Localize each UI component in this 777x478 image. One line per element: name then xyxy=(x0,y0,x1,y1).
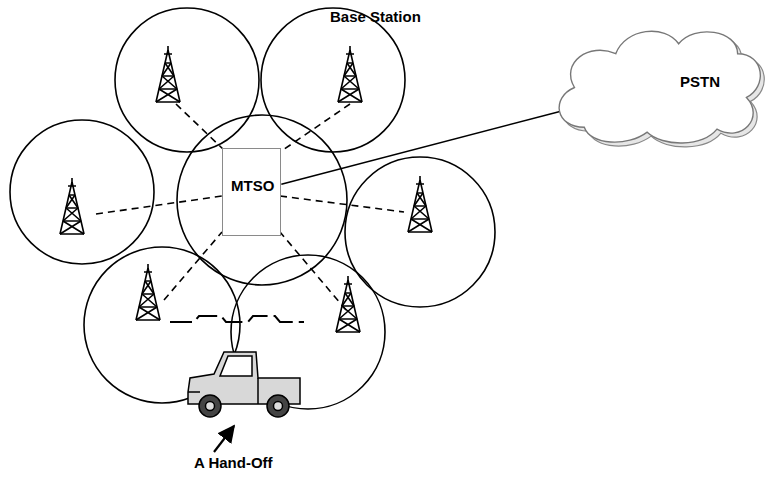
station-label: Base Station xyxy=(330,8,421,25)
handoff-label: A Hand-Off xyxy=(194,454,273,471)
truck-illustration xyxy=(188,352,300,417)
network-cloud: PSTN xyxy=(545,18,773,153)
switching-office-box: MTSO xyxy=(222,148,281,236)
trunk-line xyxy=(281,109,570,185)
tower-symbol xyxy=(60,46,432,332)
node-label: PSTN xyxy=(680,73,720,90)
cloud-outline xyxy=(545,18,773,153)
cloud-shape xyxy=(559,31,760,143)
radio-link xyxy=(170,316,304,322)
callout-arrow xyxy=(214,426,234,452)
node-label: MTSO xyxy=(231,177,274,194)
cell-circle xyxy=(10,8,495,409)
backhaul-link xyxy=(96,104,404,310)
